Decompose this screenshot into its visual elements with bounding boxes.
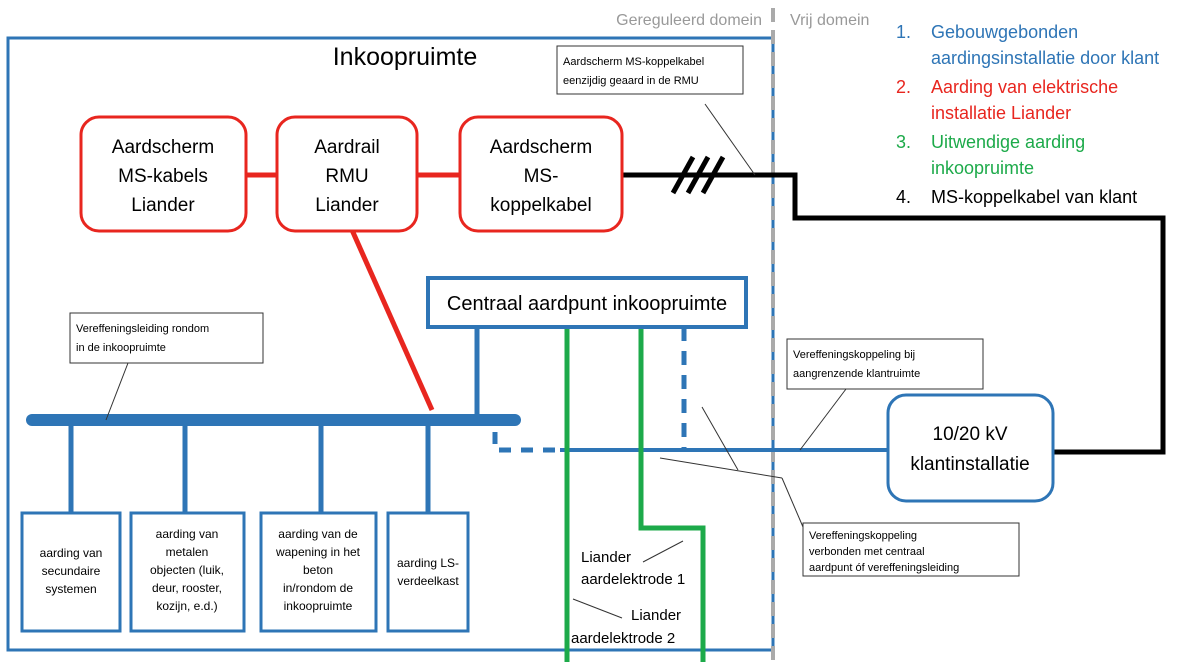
- bottom-box-4-line-2: verdeelkast: [397, 574, 459, 588]
- central-note-line-3: aardpunt óf vereffeningsleiding: [809, 562, 959, 574]
- bottom-box-1-line-2: secundaire: [42, 564, 101, 578]
- bottom-box-2-line-4: deur, rooster,: [152, 581, 222, 595]
- callout-rmu-note: Aardscherm MS-koppelkabel eenzijdig geaa…: [556, 45, 744, 95]
- legend-2-line-1: Aarding van elektrische: [931, 77, 1118, 97]
- rmu-note-line-2: eenzijdig geaard in de RMU: [563, 75, 699, 87]
- legend-1-line-2: aardingsinstallatie door klant: [931, 48, 1159, 68]
- bottom-box-2-line-1: aarding van: [156, 527, 219, 541]
- bottom-box-3-line-2: wapening in het: [275, 545, 361, 559]
- red-box-rmu-rail: Aardrail RMU Liander: [275, 115, 419, 233]
- electrode-1-line-2: aardelektrode 1: [581, 571, 685, 588]
- electrode-2-line-1: Liander: [631, 607, 681, 624]
- bottom-box-ls-panel: aarding LS- verdeelkast: [386, 511, 470, 633]
- legend-4-line-1: MS-koppelkabel van klant: [931, 187, 1137, 207]
- callout-leaders: [105, 103, 847, 619]
- legend-1-number: 1.: [896, 22, 911, 42]
- callout-bus-note: Vereffeningsleiding rondom in de inkoopr…: [69, 312, 264, 364]
- electrode-2-line-2: aardelektrode 2: [571, 630, 675, 647]
- red-box-1-line-3: Liander: [131, 195, 195, 216]
- red-box-3-line-2: MS-: [524, 166, 559, 187]
- legend-1-line-1: Gebouwgebonden: [931, 22, 1078, 42]
- legend: 1. Gebouwgebonden aardingsinstallatie do…: [896, 22, 1159, 207]
- red-box-3-line-3: koppelkabel: [490, 195, 591, 216]
- bottom-box-metal-objects: aarding van metalen objecten (luik, deur…: [129, 511, 246, 633]
- bottom-box-2-line-2: metalen: [166, 545, 209, 559]
- earth-electrodes: [564, 327, 706, 662]
- bus-note-line-1: Vereffeningsleiding rondom: [76, 323, 209, 335]
- bottom-box-1-line-3: systemen: [45, 582, 96, 596]
- red-box-3-line-1: Aardscherm: [490, 137, 592, 158]
- central-grounding-point: Centraal aardpunt inkoopruimte: [426, 276, 748, 329]
- free-domain-label: Vrij domein: [790, 12, 869, 29]
- bottom-box-secondary-systems: aarding van secundaire systemen: [20, 511, 122, 633]
- legend-2-number: 2.: [896, 77, 911, 97]
- electrode-1-line-1: Liander: [581, 549, 631, 566]
- electrode-2-label: Liander aardelektrode 2: [571, 607, 681, 647]
- equipotential-bus: [26, 324, 521, 516]
- red-box-2-line-1: Aardrail: [314, 137, 379, 158]
- bottom-box-1-line-1: aarding van: [40, 546, 103, 560]
- electrode-1-label: Liander aardelektrode 1: [581, 549, 685, 588]
- dashed-equipotential-links: [492, 327, 687, 453]
- customer-installation-line-1: 10/20 kV: [933, 424, 1008, 445]
- red-box-2-line-2: RMU: [325, 166, 368, 187]
- regulated-domain-label: Gereguleerd domein: [616, 12, 762, 29]
- callout-adjacent-note: Vereffeningskoppeling bij aangrenzende k…: [786, 338, 984, 390]
- adjacent-note-line-2: aangrenzende klantruimte: [793, 368, 920, 380]
- red-box-1-line-2: MS-kabels: [118, 166, 208, 187]
- bottom-box-3-line-5: inkoopruimte: [284, 599, 353, 613]
- bottom-box-4-line-1: aarding LS-: [397, 556, 459, 570]
- central-note-line-2: verbonden met centraal: [809, 546, 925, 558]
- adjacent-note-line-1: Vereffeningskoppeling bij: [793, 349, 915, 361]
- bottom-box-2-line-3: objecten (luik,: [150, 563, 224, 577]
- room-title: Inkoopruimte: [333, 43, 478, 71]
- central-note-line-1: Vereffeningskoppeling: [809, 530, 917, 542]
- bottom-box-3-line-4: in/rondom de: [283, 581, 353, 595]
- bottom-box-reinforcement: aarding van de wapening in het beton in/…: [259, 511, 378, 633]
- rmu-note-line-1: Aardscherm MS-koppelkabel: [563, 56, 704, 68]
- ms-coupling-cable: [622, 172, 1166, 455]
- red-box-2-line-3: Liander: [315, 195, 379, 216]
- red-connections: [246, 172, 460, 412]
- legend-3-line-2: inkoopruimte: [931, 158, 1034, 178]
- red-box-coupling-shield: Aardscherm MS- koppelkabel: [458, 115, 624, 233]
- cable-tick-marks: [670, 155, 726, 195]
- legend-2-line-2: installatie Liander: [931, 103, 1071, 123]
- bus-note-line-2: in de inkoopruimte: [76, 342, 166, 354]
- customer-installation: 10/20 kV klantinstallatie: [886, 393, 1055, 503]
- central-point-label: Centraal aardpunt inkoopruimte: [447, 293, 727, 315]
- bottom-box-2-line-5: kozijn, e.d.): [156, 599, 217, 613]
- bottom-box-3-line-1: aarding van de: [278, 527, 358, 541]
- customer-installation-line-2: klantinstallatie: [910, 454, 1029, 475]
- legend-3-number: 3.: [896, 132, 911, 152]
- legend-4-number: 4.: [896, 187, 911, 207]
- callout-central-note: Vereffeningskoppeling verbonden met cent…: [802, 522, 1020, 577]
- red-box-1-line-1: Aardscherm: [112, 137, 214, 158]
- bottom-box-3-line-3: beton: [303, 563, 333, 577]
- legend-3-line-1: Uitwendige aarding: [931, 132, 1085, 152]
- red-box-cable-shields: Aardscherm MS-kabels Liander: [79, 115, 248, 233]
